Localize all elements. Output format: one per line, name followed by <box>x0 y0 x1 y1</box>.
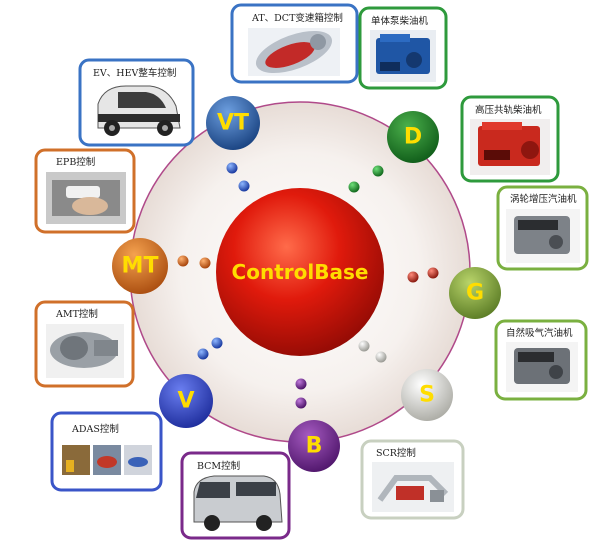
connector-dot-g-1 <box>407 271 419 283</box>
card-title-epb: EPB控制 <box>56 156 95 168</box>
card-title-scr: SCR控制 <box>376 447 416 459</box>
connector-dot-b-2 <box>295 397 307 409</box>
connector-dot-v-1 <box>211 337 223 349</box>
card-title-turbo: 涡轮增压汽油机 <box>510 193 577 205</box>
card-title-bcm: BCM控制 <box>197 460 240 472</box>
connector-dot-d-1 <box>372 165 384 177</box>
connector-dot-vt-2 <box>238 180 250 192</box>
node-g: G <box>449 267 501 319</box>
card-title-na: 自然吸气汽油机 <box>506 327 573 339</box>
card-adas: ADAS控制 <box>50 411 163 492</box>
node-label-vt: VT <box>217 111 249 136</box>
connector-dot-mt-2 <box>199 257 211 269</box>
connector-dot-g-2 <box>427 267 439 279</box>
card-pump: 单体泵柴油机 <box>358 6 448 90</box>
node-d: D <box>387 111 439 163</box>
turbo-engine-photo <box>506 209 580 263</box>
card-title-at-dct: AT、DCT变速箱控制 <box>251 12 343 24</box>
node-label-v: V <box>177 389 194 414</box>
connector-dot-s-2 <box>375 351 387 363</box>
card-ev: EV、HEV整车控制 <box>78 58 195 147</box>
card-scr: SCR控制 <box>360 439 465 520</box>
node-label-d: D <box>404 125 422 150</box>
node-label-b: B <box>306 434 323 459</box>
connector-dot-mt-1 <box>177 255 189 267</box>
node-vt: VT <box>206 96 260 150</box>
red-engine-photo <box>470 119 550 175</box>
card-title-amt: AMT控制 <box>55 308 98 320</box>
node-b: B <box>288 420 340 472</box>
node-label-mt: MT <box>122 254 159 279</box>
connector-dot-b-1 <box>295 378 307 390</box>
handbrake-photo <box>46 172 126 224</box>
center-node: ControlBase <box>216 188 384 356</box>
card-title-pump: 单体泵柴油机 <box>371 15 429 27</box>
connector-dot-d-2 <box>348 181 360 193</box>
transmission-photo <box>248 28 340 76</box>
node-label-s: S <box>419 383 435 408</box>
card-at-dct: AT、DCT变速箱控制 <box>230 3 359 84</box>
card-title-ev: EV、HEV整车控制 <box>93 67 176 79</box>
card-title-adas: ADAS控制 <box>71 423 119 435</box>
card-title-common: 高压共轨柴油机 <box>475 104 542 116</box>
electric-car-photo <box>97 85 181 136</box>
card-common: 高压共轨柴油机 <box>460 95 560 183</box>
connector-dots <box>177 162 439 409</box>
connector-dot-v-2 <box>197 348 209 360</box>
node-v: V <box>159 374 213 428</box>
card-bcm: BCM控制 <box>180 451 291 540</box>
scr-photo <box>372 462 454 512</box>
card-turbo: 涡轮增压汽油机 <box>496 185 589 271</box>
gearbox-photo <box>46 324 124 378</box>
center-label: ControlBase <box>232 260 369 284</box>
diesel-engine-photo <box>370 30 436 82</box>
node-s: S <box>401 369 453 421</box>
node-label-g: G <box>466 281 484 306</box>
van-photo <box>193 475 283 531</box>
card-na: 自然吸气汽油机 <box>494 319 588 401</box>
node-mt: MT <box>112 238 168 294</box>
connector-dot-s-1 <box>358 340 370 352</box>
card-amt: AMT控制 <box>34 300 135 388</box>
adas-photos <box>62 445 152 475</box>
card-epb: EPB控制 <box>34 148 136 234</box>
gasoline-engine-photo <box>506 342 578 392</box>
connector-dot-vt-1 <box>226 162 238 174</box>
